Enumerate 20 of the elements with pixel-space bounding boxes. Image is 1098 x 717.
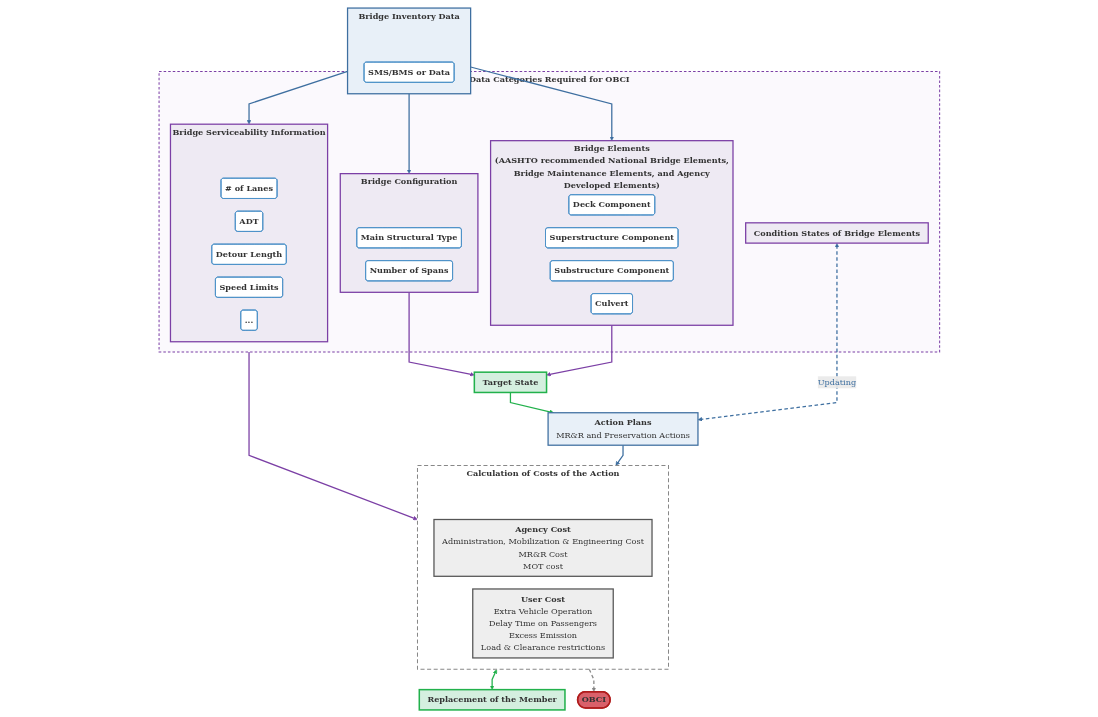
node-box xyxy=(744,221,929,244)
node-box xyxy=(432,518,653,577)
arrow xyxy=(248,350,418,520)
cluster xyxy=(489,139,734,326)
node-box xyxy=(471,587,614,659)
cluster xyxy=(339,172,479,293)
arrow xyxy=(697,242,839,421)
arrow xyxy=(406,92,411,174)
cluster xyxy=(169,123,328,342)
cluster xyxy=(346,6,471,94)
arrow xyxy=(509,391,554,414)
node-box xyxy=(547,411,699,446)
arrow xyxy=(489,668,497,690)
arrow xyxy=(546,324,613,376)
arrow xyxy=(246,70,348,124)
arrow xyxy=(588,668,596,692)
arrow xyxy=(615,444,624,466)
cluster xyxy=(416,464,669,670)
node-box xyxy=(473,370,547,393)
node-box xyxy=(418,688,566,711)
